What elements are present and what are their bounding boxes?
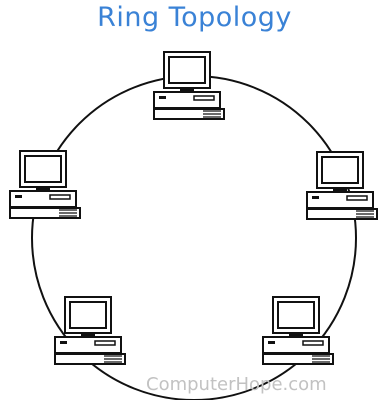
computer-icon: [262, 296, 334, 365]
computer-icon: [153, 51, 225, 120]
watermark: ComputerHope.com: [146, 374, 327, 395]
computer-icon: [306, 151, 378, 220]
computer-icon: [54, 296, 126, 365]
computer-icon: [9, 150, 81, 219]
diagram-title: Ring Topology: [97, 2, 292, 33]
